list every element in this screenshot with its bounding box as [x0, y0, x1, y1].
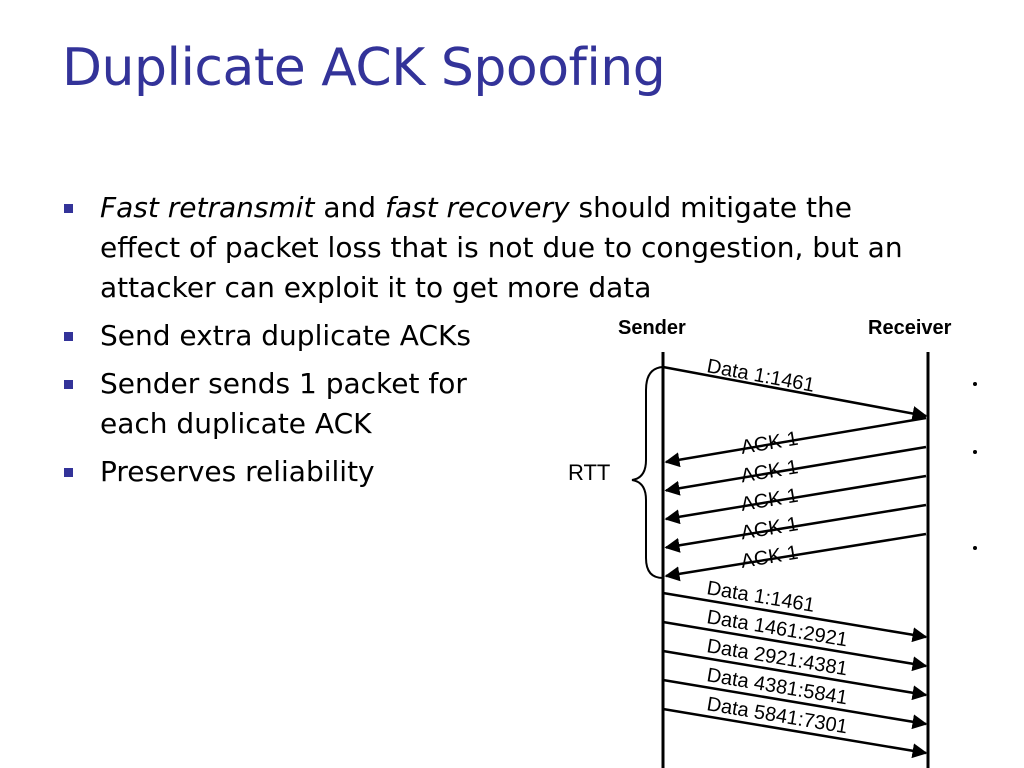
bullet-text: Preserves reliability: [100, 455, 375, 488]
bullet-item-sender-sends: Sender sends 1 packet for each duplicate…: [62, 364, 520, 444]
bullet-item-send-extra: Send extra duplicate ACKs: [62, 316, 520, 356]
clipped-bullet-dot: [973, 382, 977, 386]
sender-label: Sender: [618, 317, 686, 339]
bullet-text-italic: fast recovery: [384, 191, 570, 224]
bullet-text: and: [314, 191, 385, 224]
bullet-square-icon: [64, 468, 73, 477]
bullet-square-icon: [64, 332, 73, 341]
ack-label: ACK 1: [739, 513, 800, 544]
data-burst-arrow: [662, 707, 928, 759]
clipped-bullet-dot: [973, 546, 977, 550]
rtt-label: RTT: [568, 460, 610, 485]
ack-arrow: [664, 503, 927, 553]
bullet-item-preserves: Preserves reliability: [62, 452, 520, 492]
slide-title: Duplicate ACK Spoofing: [62, 38, 666, 98]
bullet-text: should mitigate the effect of packet los…: [100, 191, 903, 304]
bullet-list: Fast retransmit and fast recovery should…: [62, 188, 942, 500]
rtt-brace: [631, 366, 664, 579]
first-data-label: Data 1:1461: [705, 355, 816, 396]
ack-arrow: [664, 445, 927, 496]
ack-label: ACK 1: [739, 542, 800, 573]
ack-label: ACK 1: [739, 428, 800, 459]
receiver-label: Receiver: [868, 317, 952, 339]
bullet-text: Send extra duplicate ACKs: [100, 319, 471, 352]
bullet-text: Sender sends 1 packet for each duplicate…: [100, 367, 467, 440]
ack-arrow: [664, 474, 927, 525]
ack-arrow: [664, 416, 927, 468]
data-burst-arrow: [662, 591, 928, 643]
bullet-text-italic: Fast retransmit: [100, 191, 315, 224]
bullet-square-icon: [64, 204, 73, 213]
data-burst-arrow: [662, 620, 928, 672]
bullet-item-fast-retransmit: Fast retransmit and fast recovery should…: [62, 188, 920, 308]
data-burst-arrow: [662, 678, 928, 730]
ack-arrow: [664, 532, 927, 582]
ack-label: ACK 1: [739, 485, 800, 516]
clipped-bullet-dot: [973, 450, 977, 454]
first-data-arrow: [662, 365, 928, 421]
data-burst-arrow: [662, 649, 928, 701]
bullet-square-icon: [64, 380, 73, 389]
ack-label: ACK 1: [739, 456, 800, 487]
